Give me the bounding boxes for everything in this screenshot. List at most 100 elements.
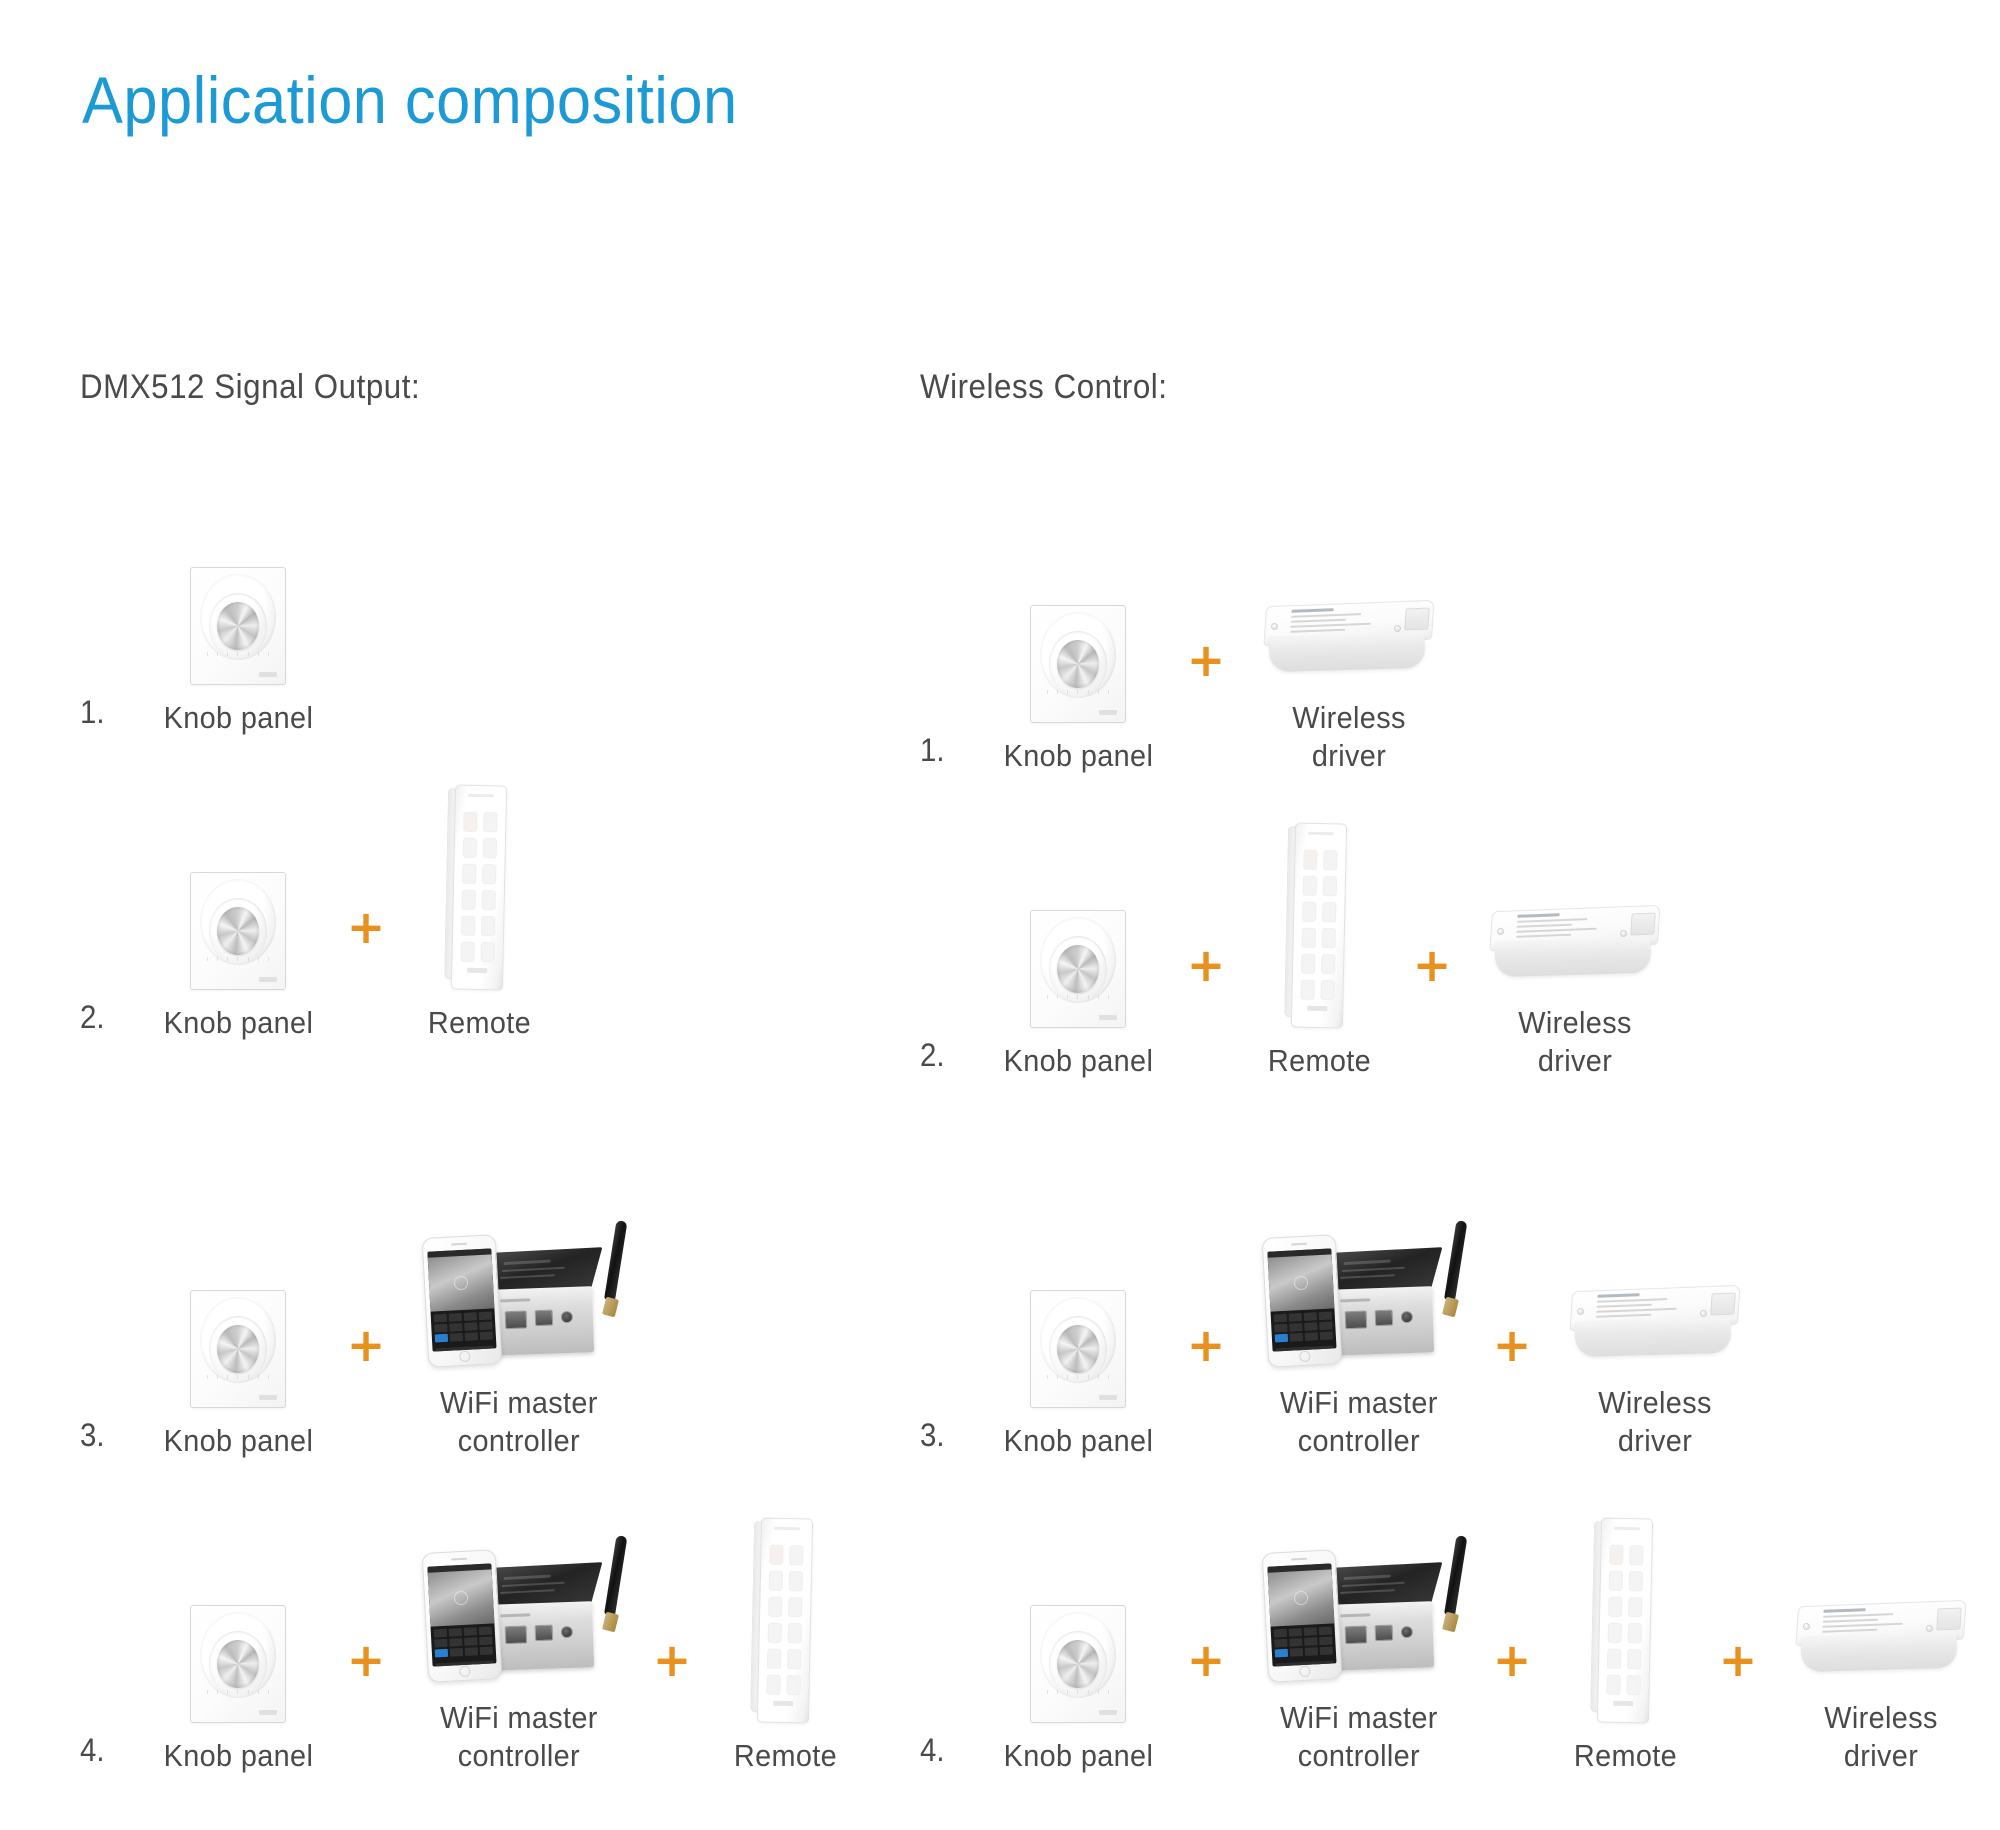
product-item-wifi-controller: WiFi master controller [394, 1455, 644, 1775]
phone-app-grid [1271, 1308, 1337, 1345]
composition-row: 2. Knob panel+ Remote+ Wireless driver [920, 760, 2000, 1080]
ethernet-port-icon [504, 1310, 528, 1330]
product-item-knob-panel: Knob panel [978, 798, 1178, 1080]
knob-panel-image [1030, 604, 1126, 723]
driver-print-label [1516, 911, 1613, 938]
driver-terminal-block [1936, 1607, 1962, 1631]
product-image-wrapper [1793, 1455, 1969, 1685]
row-number: 4. [920, 1731, 945, 1768]
row-number: 1. [920, 731, 945, 768]
ethernet-port-icon [504, 1625, 528, 1645]
remote-body [1596, 1517, 1654, 1724]
product-item-remote: Remote [700, 1493, 870, 1775]
product-label: WiFi master controller [440, 1700, 598, 1773]
remote-top-strip [1613, 1526, 1640, 1531]
phone-home-button [459, 1665, 471, 1678]
plus-icon: + [1186, 1632, 1226, 1687]
remote-keypad [1300, 849, 1338, 1001]
product-image-wrapper [1030, 1178, 1126, 1408]
phone-home-button [1299, 1350, 1311, 1363]
wireless-driver-image [1261, 599, 1437, 685]
knob-panel-image [190, 567, 286, 685]
product-image-wrapper [421, 1455, 628, 1685]
controller-front-face [487, 1601, 595, 1671]
row-items: Knob panel+ Remote [138, 760, 900, 1042]
product-image-wrapper [421, 1140, 628, 1370]
antenna-icon [1442, 1220, 1468, 1318]
controller-led-row [1340, 1298, 1371, 1303]
driver-front-face [1494, 936, 1652, 978]
product-image-wrapper [1261, 1140, 1468, 1370]
smartphone-image [1261, 1549, 1343, 1683]
controller-led-row [1340, 1613, 1371, 1618]
knob-metal-dial [1057, 639, 1099, 688]
product-item-knob-panel: Knob panel [978, 1178, 1178, 1460]
controller-led-row [500, 1298, 531, 1303]
composition-row: 3. Knob panel+ [920, 1140, 2000, 1460]
knob-scale-marks [1047, 994, 1109, 1001]
plus-icon: + [346, 899, 386, 954]
product-image-wrapper [1261, 455, 1437, 685]
wireless-driver-image [1567, 1284, 1743, 1370]
knob-scale-marks [207, 1689, 269, 1696]
product-label: Remote [427, 1005, 531, 1040]
power-port-icon [560, 1310, 574, 1324]
row-items: Knob panel+ WiFi [978, 1455, 2000, 1775]
product-label: Knob panel [163, 1422, 313, 1458]
antenna-icon [602, 1220, 628, 1318]
knob-panel-image [1030, 909, 1126, 1028]
product-item-wireless-driver: Wireless driver [1766, 1455, 1996, 1775]
wifi-master-controller-image [1261, 1220, 1468, 1370]
product-label: Wireless driver [1598, 1385, 1712, 1458]
plus-icon: + [346, 1632, 386, 1687]
product-image-wrapper [1030, 1493, 1126, 1723]
wireless-driver-image [1793, 1599, 1969, 1685]
driver-screw [1394, 625, 1401, 632]
driver-screw [1926, 1625, 1933, 1632]
phone-speaker [450, 1557, 468, 1561]
product-label: Wireless driver [1824, 1700, 1938, 1773]
phone-screen [1267, 1563, 1337, 1667]
plus-icon: + [1186, 937, 1226, 992]
remote-brand-mark [1307, 1005, 1328, 1012]
knob-metal-dial [217, 907, 259, 955]
plus-icon: + [1186, 632, 1226, 687]
driver-screw [1271, 623, 1278, 630]
phone-app-dial [427, 1254, 495, 1312]
product-item-wifi-controller: WiFi master controller [1234, 1140, 1484, 1460]
remote-body [450, 784, 508, 991]
product-item-wireless-driver: Wireless driver [1540, 1140, 1770, 1460]
remote-top-strip [773, 1526, 800, 1531]
power-port-icon [1400, 1625, 1414, 1639]
product-image-wrapper [190, 1178, 286, 1408]
product-label: Knob panel [163, 1737, 313, 1773]
composition-row: 2. Knob panel+ Remote [80, 760, 900, 1042]
product-image-wrapper [444, 760, 508, 991]
row-number: 1. [80, 693, 105, 730]
product-label: Remote [733, 1737, 837, 1773]
product-item-wireless-driver: Wireless driver [1460, 760, 1690, 1080]
phone-speaker [450, 1242, 468, 1246]
controller-front-face [487, 1286, 595, 1356]
controller-front-face [1327, 1601, 1435, 1671]
smartphone-image [421, 1549, 503, 1683]
phone-speaker [1290, 1242, 1308, 1246]
row-items: Knob panel+ Wireless driver [978, 455, 2000, 775]
smartphone-image [421, 1234, 503, 1368]
product-label: Remote [1573, 1737, 1677, 1773]
product-item-knob-panel: Knob panel [138, 455, 338, 737]
composition-row: 1. Knob panel+ Wireless driver [920, 455, 2000, 775]
power-port-icon [560, 1625, 574, 1639]
wireless-driver-image [1487, 904, 1663, 990]
plus-icon: + [1186, 1317, 1226, 1372]
phone-app-dial [1267, 1569, 1335, 1627]
product-item-knob-panel: Knob panel [138, 760, 338, 1042]
row-number: 4. [80, 1731, 105, 1768]
product-label: WiFi master controller [1280, 1385, 1438, 1458]
knob-metal-dial [217, 602, 259, 650]
product-image-wrapper [1261, 1455, 1468, 1685]
phone-home-button [1299, 1665, 1311, 1678]
plus-icon: + [1492, 1317, 1532, 1372]
knob-brand-mark [1099, 709, 1117, 715]
